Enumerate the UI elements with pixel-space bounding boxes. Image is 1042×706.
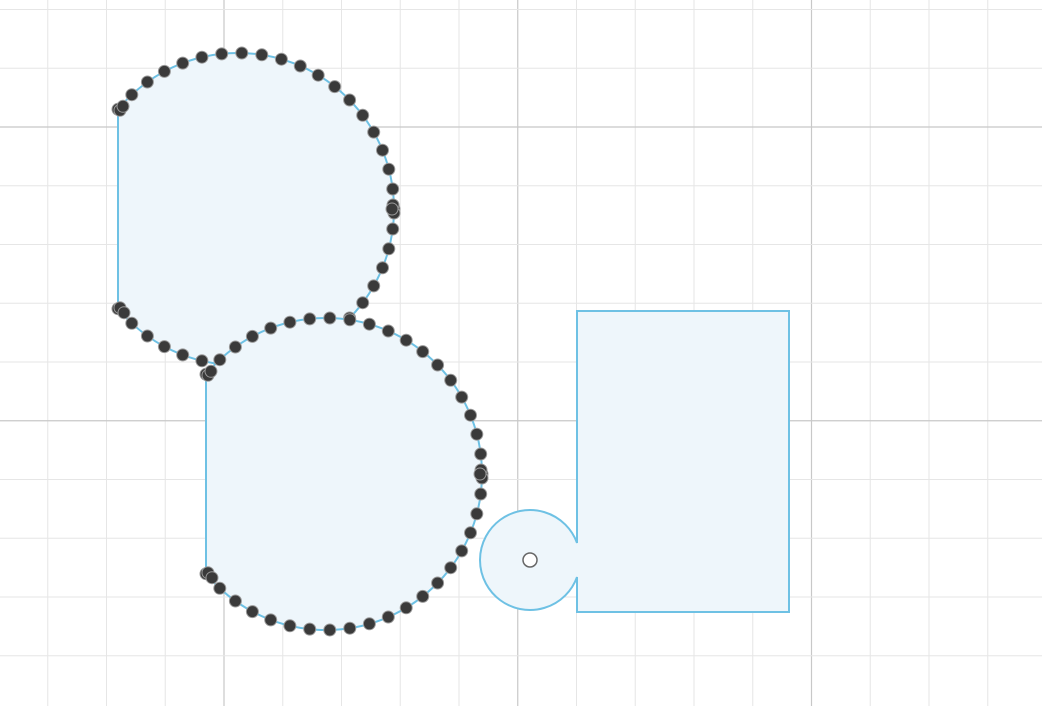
control-point[interactable] [125,88,139,102]
control-point[interactable] [399,333,413,347]
control-point[interactable] [382,242,396,256]
control-point[interactable] [323,623,337,637]
control-point[interactable] [386,222,400,236]
control-point[interactable] [367,125,381,139]
control-point[interactable] [386,182,400,196]
control-point[interactable] [416,345,430,359]
control-point[interactable] [204,364,218,378]
control-point[interactable] [157,340,171,354]
control-point[interactable] [455,544,469,558]
control-point[interactable] [470,507,484,521]
control-point[interactable] [245,605,259,619]
control-point[interactable] [464,408,477,422]
control-point[interactable] [356,108,370,122]
control-point[interactable] [464,526,477,540]
control-point[interactable] [176,348,190,362]
control-point[interactable] [381,324,395,338]
control-point[interactable] [362,617,376,631]
control-point[interactable] [245,329,259,343]
control-point[interactable] [444,373,458,387]
control-point[interactable] [362,317,376,331]
control-point[interactable] [235,46,249,60]
control-point[interactable] [215,47,229,61]
lower-arc-shape[interactable] [199,311,489,637]
lower-arc-control-points[interactable] [199,311,489,637]
control-point[interactable] [356,296,370,310]
control-point[interactable] [323,311,337,325]
control-point[interactable] [264,613,278,627]
control-point[interactable] [473,467,487,481]
control-point[interactable] [140,75,154,89]
control-point[interactable] [205,571,219,585]
keyhole-anchor-handle[interactable] [522,552,538,568]
control-point[interactable] [343,621,357,635]
control-point[interactable] [431,576,445,590]
control-point[interactable] [255,48,269,62]
control-point[interactable] [303,312,317,326]
control-point[interactable] [470,427,484,441]
control-point[interactable] [381,610,395,624]
control-point[interactable] [328,80,342,94]
control-point[interactable] [157,64,171,78]
control-point[interactable] [382,162,396,176]
control-point[interactable] [264,321,278,335]
control-point[interactable] [303,622,317,636]
control-point[interactable] [283,619,297,633]
keyhole-outline[interactable] [479,310,790,613]
control-point[interactable] [176,56,190,70]
control-point[interactable] [311,68,325,82]
control-point[interactable] [283,315,297,329]
control-point[interactable] [213,353,227,367]
control-point[interactable] [444,561,458,575]
control-point[interactable] [195,354,209,368]
control-point[interactable] [431,358,445,372]
control-point[interactable] [474,487,488,501]
control-point[interactable] [367,279,381,293]
control-point[interactable] [228,594,242,608]
control-point[interactable] [416,589,430,603]
control-point[interactable] [213,581,227,595]
control-point[interactable] [455,390,469,404]
control-point[interactable] [399,601,413,615]
control-point[interactable] [474,447,488,461]
control-point[interactable] [140,329,154,343]
control-point[interactable] [125,316,139,330]
control-point[interactable] [228,340,242,354]
control-point[interactable] [293,59,307,73]
control-point[interactable] [116,99,130,113]
control-point[interactable] [376,143,389,157]
control-point[interactable] [343,313,357,327]
keyhole-shape[interactable] [479,310,790,613]
control-point[interactable] [376,261,389,275]
control-point[interactable] [343,93,357,107]
control-point[interactable] [274,52,288,66]
control-point[interactable] [117,306,131,320]
control-point[interactable] [385,202,399,216]
control-point[interactable] [195,50,209,64]
